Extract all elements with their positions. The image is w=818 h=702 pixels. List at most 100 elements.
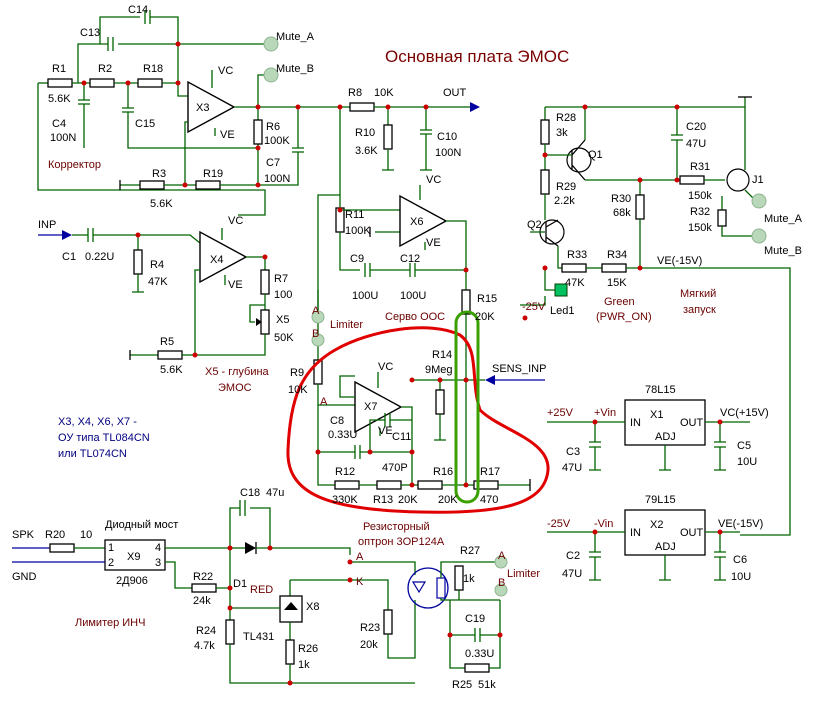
r10-resistor xyxy=(383,124,393,150)
r29-label: R29 xyxy=(556,181,576,193)
c18-label: C18 xyxy=(240,487,260,499)
sens-inp-label: SENS_INP xyxy=(492,363,546,375)
inp-arrow-icon xyxy=(62,230,72,240)
r12-label: R12 xyxy=(335,466,355,478)
junction-dots xyxy=(81,41,723,686)
input-stage xyxy=(38,228,270,360)
r1-value: 5.6K xyxy=(48,93,71,105)
limiter-inv-note: Лимитер ИНЧ xyxy=(75,617,145,629)
servo-a-terminal xyxy=(311,310,325,324)
c11-value: 470P xyxy=(382,462,408,474)
diode-bridge-note: Диодный мост xyxy=(105,519,178,531)
r28-resistor xyxy=(540,119,550,145)
c8-value: 0.33U xyxy=(328,429,357,441)
opto-a-label: A xyxy=(356,551,364,563)
x4-label: X4 xyxy=(210,254,223,266)
c12-value: 100U xyxy=(400,290,426,302)
r12-value: 330K xyxy=(332,494,358,506)
x5-wiper-icon xyxy=(256,318,262,326)
soft-minus25-label: -25V xyxy=(522,301,546,313)
x6-ve: VE xyxy=(426,237,441,249)
r13-label: R13 xyxy=(373,494,393,506)
gnd-label: GND xyxy=(12,571,37,583)
optocoupler-icon xyxy=(407,567,449,609)
opto-led-icon xyxy=(411,581,427,594)
r32-label: R32 xyxy=(690,206,710,218)
regulator-x2 xyxy=(547,509,740,581)
c8-label: C8 xyxy=(330,415,344,427)
r32-value: 150k xyxy=(688,222,712,234)
x4-vc: VC xyxy=(228,215,243,227)
c9-label: C9 xyxy=(350,253,364,265)
x6-label: X6 xyxy=(410,216,423,228)
r4-value: 47K xyxy=(148,276,168,288)
c14-capacitor xyxy=(144,10,151,24)
limiter-note: Limiter xyxy=(507,568,540,580)
x4-ve: VE xyxy=(228,279,243,291)
mute-b-terminal-top xyxy=(263,67,279,83)
r13-value: 20K xyxy=(398,494,418,506)
led1-icon xyxy=(554,283,568,297)
r6-label: R6 xyxy=(266,121,280,133)
limiter-b-terminal xyxy=(494,583,508,597)
r20-resistor xyxy=(49,543,75,553)
c9-c12-capacitors xyxy=(339,232,466,277)
x3-vc: VC xyxy=(218,65,233,77)
x5-potentiometer xyxy=(260,309,270,335)
c13-label: C13 xyxy=(80,27,100,39)
c15-label: C15 xyxy=(135,118,155,130)
c19-label: C19 xyxy=(465,613,485,625)
c10-capacitor xyxy=(420,107,432,171)
r5-value: 5.6K xyxy=(160,364,183,376)
r3-value: 5.6K xyxy=(150,198,173,210)
mute-a-right-label: Mute_A xyxy=(764,213,803,225)
opamps-note-3: или TL074CN xyxy=(58,448,127,460)
led1-label: Led1 xyxy=(550,305,574,317)
mute-a-terminal-top xyxy=(263,36,279,52)
r20-value: 10 xyxy=(80,529,92,541)
mute-a-terminal-right xyxy=(751,193,767,209)
minus25-label: -25V xyxy=(547,518,571,530)
x6-vc: VC xyxy=(426,174,441,186)
c7-label: C7 xyxy=(266,157,280,169)
c2-capacitor xyxy=(589,532,601,581)
r1-resistor xyxy=(47,78,73,88)
mute-b-right-label: Mute_B xyxy=(764,245,802,257)
vc-pos15-label: VC(+15V) xyxy=(720,407,769,419)
c7-capacitor xyxy=(258,107,304,186)
x5-value: 50K xyxy=(274,332,294,344)
labels: C14 C13 R1 5.6K R2 R18 C4 100N C15 X3 VC… xyxy=(12,4,803,691)
green-note-2: (PWR_ON) xyxy=(596,311,652,323)
r34-label: R34 xyxy=(607,249,627,261)
r29-resistor xyxy=(540,169,550,195)
servo-b-terminal xyxy=(311,333,325,347)
opamps-note-2: ОУ типа TL084CN xyxy=(58,432,150,444)
r34-resistor xyxy=(601,263,627,273)
x6-opamp xyxy=(399,194,448,248)
green-note-1: Green xyxy=(604,296,635,308)
r19-label: R19 xyxy=(203,168,223,180)
q1-transistor xyxy=(566,147,592,173)
servo-stage xyxy=(317,107,471,380)
r31-resistor xyxy=(679,175,705,185)
r13-resistor xyxy=(376,480,402,490)
r1-label: R1 xyxy=(52,63,66,75)
inp-label: INP xyxy=(38,219,56,231)
x9-pin1: 1 xyxy=(108,542,114,554)
c10-value: 100N xyxy=(435,147,461,159)
mute-b-terminal-right xyxy=(751,228,767,244)
x3-label: X3 xyxy=(196,102,209,114)
r19-resistor xyxy=(195,180,221,190)
r7-resistor xyxy=(260,269,270,295)
x8-type: TL431 xyxy=(243,631,274,643)
r30-label: R30 xyxy=(611,193,631,205)
r27-label: R27 xyxy=(460,545,480,557)
r8-value: 10K xyxy=(374,87,394,99)
x7-vc: VC xyxy=(378,361,393,373)
c2-label: C2 xyxy=(566,550,580,562)
r28-label: R28 xyxy=(556,112,576,124)
c20-capacitor xyxy=(671,107,683,180)
c18-capacitor xyxy=(239,500,246,516)
x1-adj: ADJ xyxy=(655,431,676,443)
opamps-note-1: X3, X4, X6, X7 - xyxy=(58,416,137,428)
